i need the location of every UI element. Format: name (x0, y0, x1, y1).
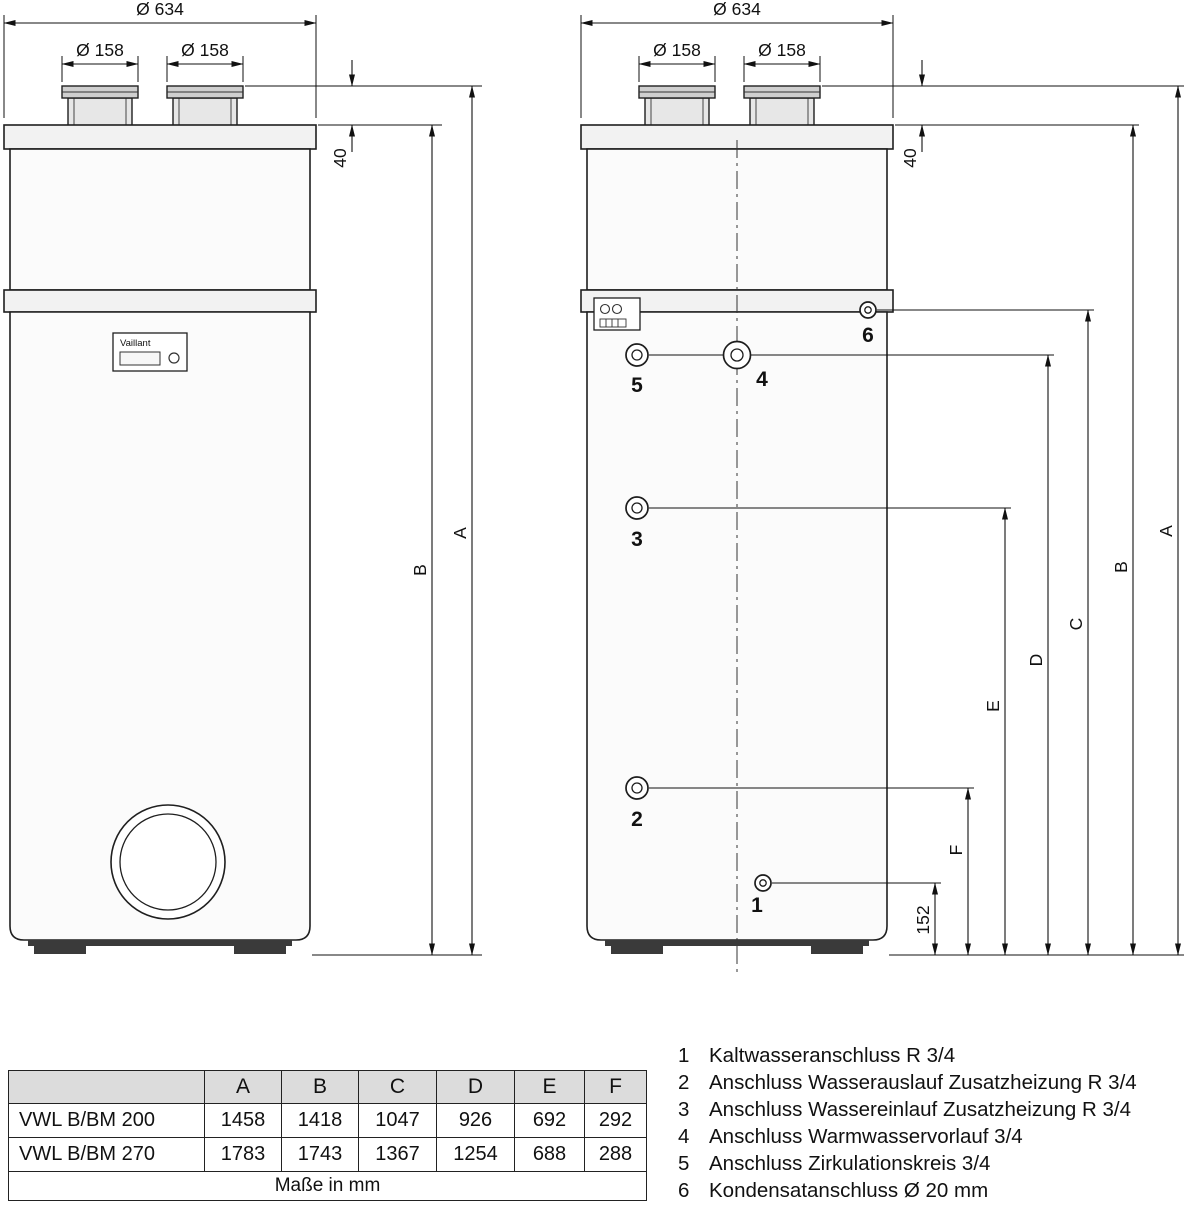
table-header-F: F (584, 1070, 647, 1104)
side-outer-diameter-label: Ø 634 (713, 0, 761, 19)
control-unit (593, 297, 641, 331)
access-cover-outer (110, 804, 226, 920)
air-duct-right-icon (743, 85, 821, 127)
table-row: VWL B/BM 200 1458 1418 1047 926 692 292 (8, 1103, 647, 1138)
legend-item-text: Anschluss Zirkulationskreis 3/4 (709, 1152, 991, 1175)
front-duct-height-label: 40 (330, 148, 350, 168)
value-cell: 1743 (281, 1137, 359, 1172)
front-dim-B-label: B (410, 564, 430, 576)
value-cell: 692 (514, 1103, 585, 1138)
table-header-row: A B C D E F (8, 1070, 647, 1104)
dim-F-label: F (946, 845, 966, 856)
connection-2-number: 2 (631, 808, 643, 831)
control-panel: Vaillant (112, 332, 188, 372)
table-header-B: B (281, 1070, 359, 1104)
connection-points (625, 301, 877, 892)
front-dim-A-label: A (450, 527, 470, 539)
table-header-D: D (436, 1070, 515, 1104)
connection-numbers: 5 4 3 2 1 6 (631, 324, 874, 917)
value-cell: 1254 (436, 1137, 515, 1172)
value-cell: 1418 (281, 1103, 359, 1138)
dim-E-label: E (983, 700, 1003, 712)
table-footer-note: Maße in mm (8, 1171, 647, 1201)
connection-3-number: 3 (631, 528, 643, 551)
value-cell: 288 (584, 1137, 647, 1172)
dim-D-label: D (1026, 654, 1046, 667)
front-base (28, 940, 292, 946)
legend-item-3: 3 Anschluss Wassereinlauf Zusatzheizung … (678, 1098, 1137, 1125)
legend-item-number: 1 (678, 1044, 690, 1067)
air-duct-right-icon (166, 85, 244, 127)
front-duct-left-diameter-label: Ø 158 (76, 40, 124, 60)
side-view-dimensions: Ø 634 Ø 158 Ø 158 40 152 F E D C B (580, 0, 1184, 956)
side-foot-right (811, 946, 863, 954)
value-cell: 1047 (358, 1103, 437, 1138)
connection-5-number: 5 (631, 374, 643, 397)
value-cell: 292 (584, 1103, 647, 1138)
side-lower-body (586, 311, 888, 941)
legend-item-4: 4 Anschluss Warmwasservorlauf 3/4 (678, 1125, 1137, 1152)
legend-item-text: Kaltwasseranschluss R 3/4 (709, 1044, 956, 1067)
legend-item-number: 3 (678, 1098, 690, 1121)
dim-C-label: C (1066, 618, 1086, 631)
front-lower-body (9, 311, 311, 941)
dim-B-label: B (1111, 561, 1131, 573)
legend-item-number: 2 (678, 1071, 690, 1094)
legend-item-text: Anschluss Wassereinlauf Zusatzheizung R … (709, 1098, 1131, 1121)
table-corner-cell (8, 1070, 205, 1104)
connection-4-number: 4 (756, 368, 768, 391)
legend-item-number: 6 (678, 1179, 690, 1202)
air-duct-left-icon (61, 85, 139, 127)
legend-item-2: 2 Anschluss Wasserauslauf Zusatzheizung … (678, 1071, 1137, 1098)
legend-item-text: Anschluss Wasserauslauf Zusatzheizung R … (709, 1071, 1137, 1094)
front-duct-right-diameter-label: Ø 158 (181, 40, 229, 60)
legend-item-1: 1 Kaltwasseranschluss R 3/4 (678, 1044, 1137, 1071)
legend-item-number: 4 (678, 1125, 690, 1148)
legend-item-5: 5 Anschluss Zirkulationskreis 3/4 (678, 1152, 1137, 1179)
display-icon (119, 351, 161, 366)
table-header-A: A (204, 1070, 282, 1104)
legend-item-text: Anschluss Warmwasservorlauf 3/4 (709, 1125, 1023, 1148)
dim-152-label: 152 (913, 905, 933, 934)
value-cell: 688 (514, 1137, 585, 1172)
connection-6-number: 6 (862, 324, 874, 347)
side-duct-height-label: 40 (900, 148, 920, 168)
front-view-dimensions: Ø 634 Ø 158 Ø 158 40 B A (3, 0, 482, 956)
side-base (605, 940, 869, 946)
brand-label: Vaillant (120, 338, 151, 349)
table-header-E: E (514, 1070, 585, 1104)
front-foot-right (234, 946, 286, 954)
front-top-cap (3, 124, 317, 150)
side-view (580, 85, 894, 972)
value-cell: 926 (436, 1103, 515, 1138)
dim-A-label: A (1156, 525, 1176, 537)
value-cell: 1783 (204, 1137, 282, 1172)
connection-1-number: 1 (751, 894, 763, 917)
legend-item-6: 6 Kondensatanschluss Ø 20 mm (678, 1179, 1137, 1206)
front-outer-diameter-label: Ø 634 (136, 0, 184, 19)
side-foot-left (611, 946, 663, 954)
side-duct-left-diameter-label: Ø 158 (653, 40, 701, 60)
access-cover-inner (119, 813, 217, 911)
legend-item-number: 5 (678, 1152, 690, 1175)
table-row: VWL B/BM 270 1783 1743 1367 1254 688 288 (8, 1137, 647, 1172)
side-duct-right-diameter-label: Ø 158 (758, 40, 806, 60)
value-cell: 1367 (358, 1137, 437, 1172)
table-header-C: C (358, 1070, 437, 1104)
legend-item-text: Kondensatanschluss Ø 20 mm (709, 1179, 989, 1202)
connection-legend: 1 Kaltwasseranschluss R 3/4 2 Anschluss … (678, 1044, 1137, 1206)
dimension-table: A B C D E F VWL B/BM 200 1458 1418 1047 … (8, 1070, 647, 1201)
front-view: Vaillant (3, 85, 317, 954)
table-footer-row: Maße in mm (8, 1171, 647, 1201)
front-upper-body (9, 148, 311, 291)
air-duct-left-icon (638, 85, 716, 127)
model-name: VWL B/BM 200 (8, 1103, 205, 1138)
front-seam-ring (3, 289, 317, 313)
front-foot-left (34, 946, 86, 954)
model-name: VWL B/BM 270 (8, 1137, 205, 1172)
knob-icon (168, 352, 180, 364)
value-cell: 1458 (204, 1103, 282, 1138)
